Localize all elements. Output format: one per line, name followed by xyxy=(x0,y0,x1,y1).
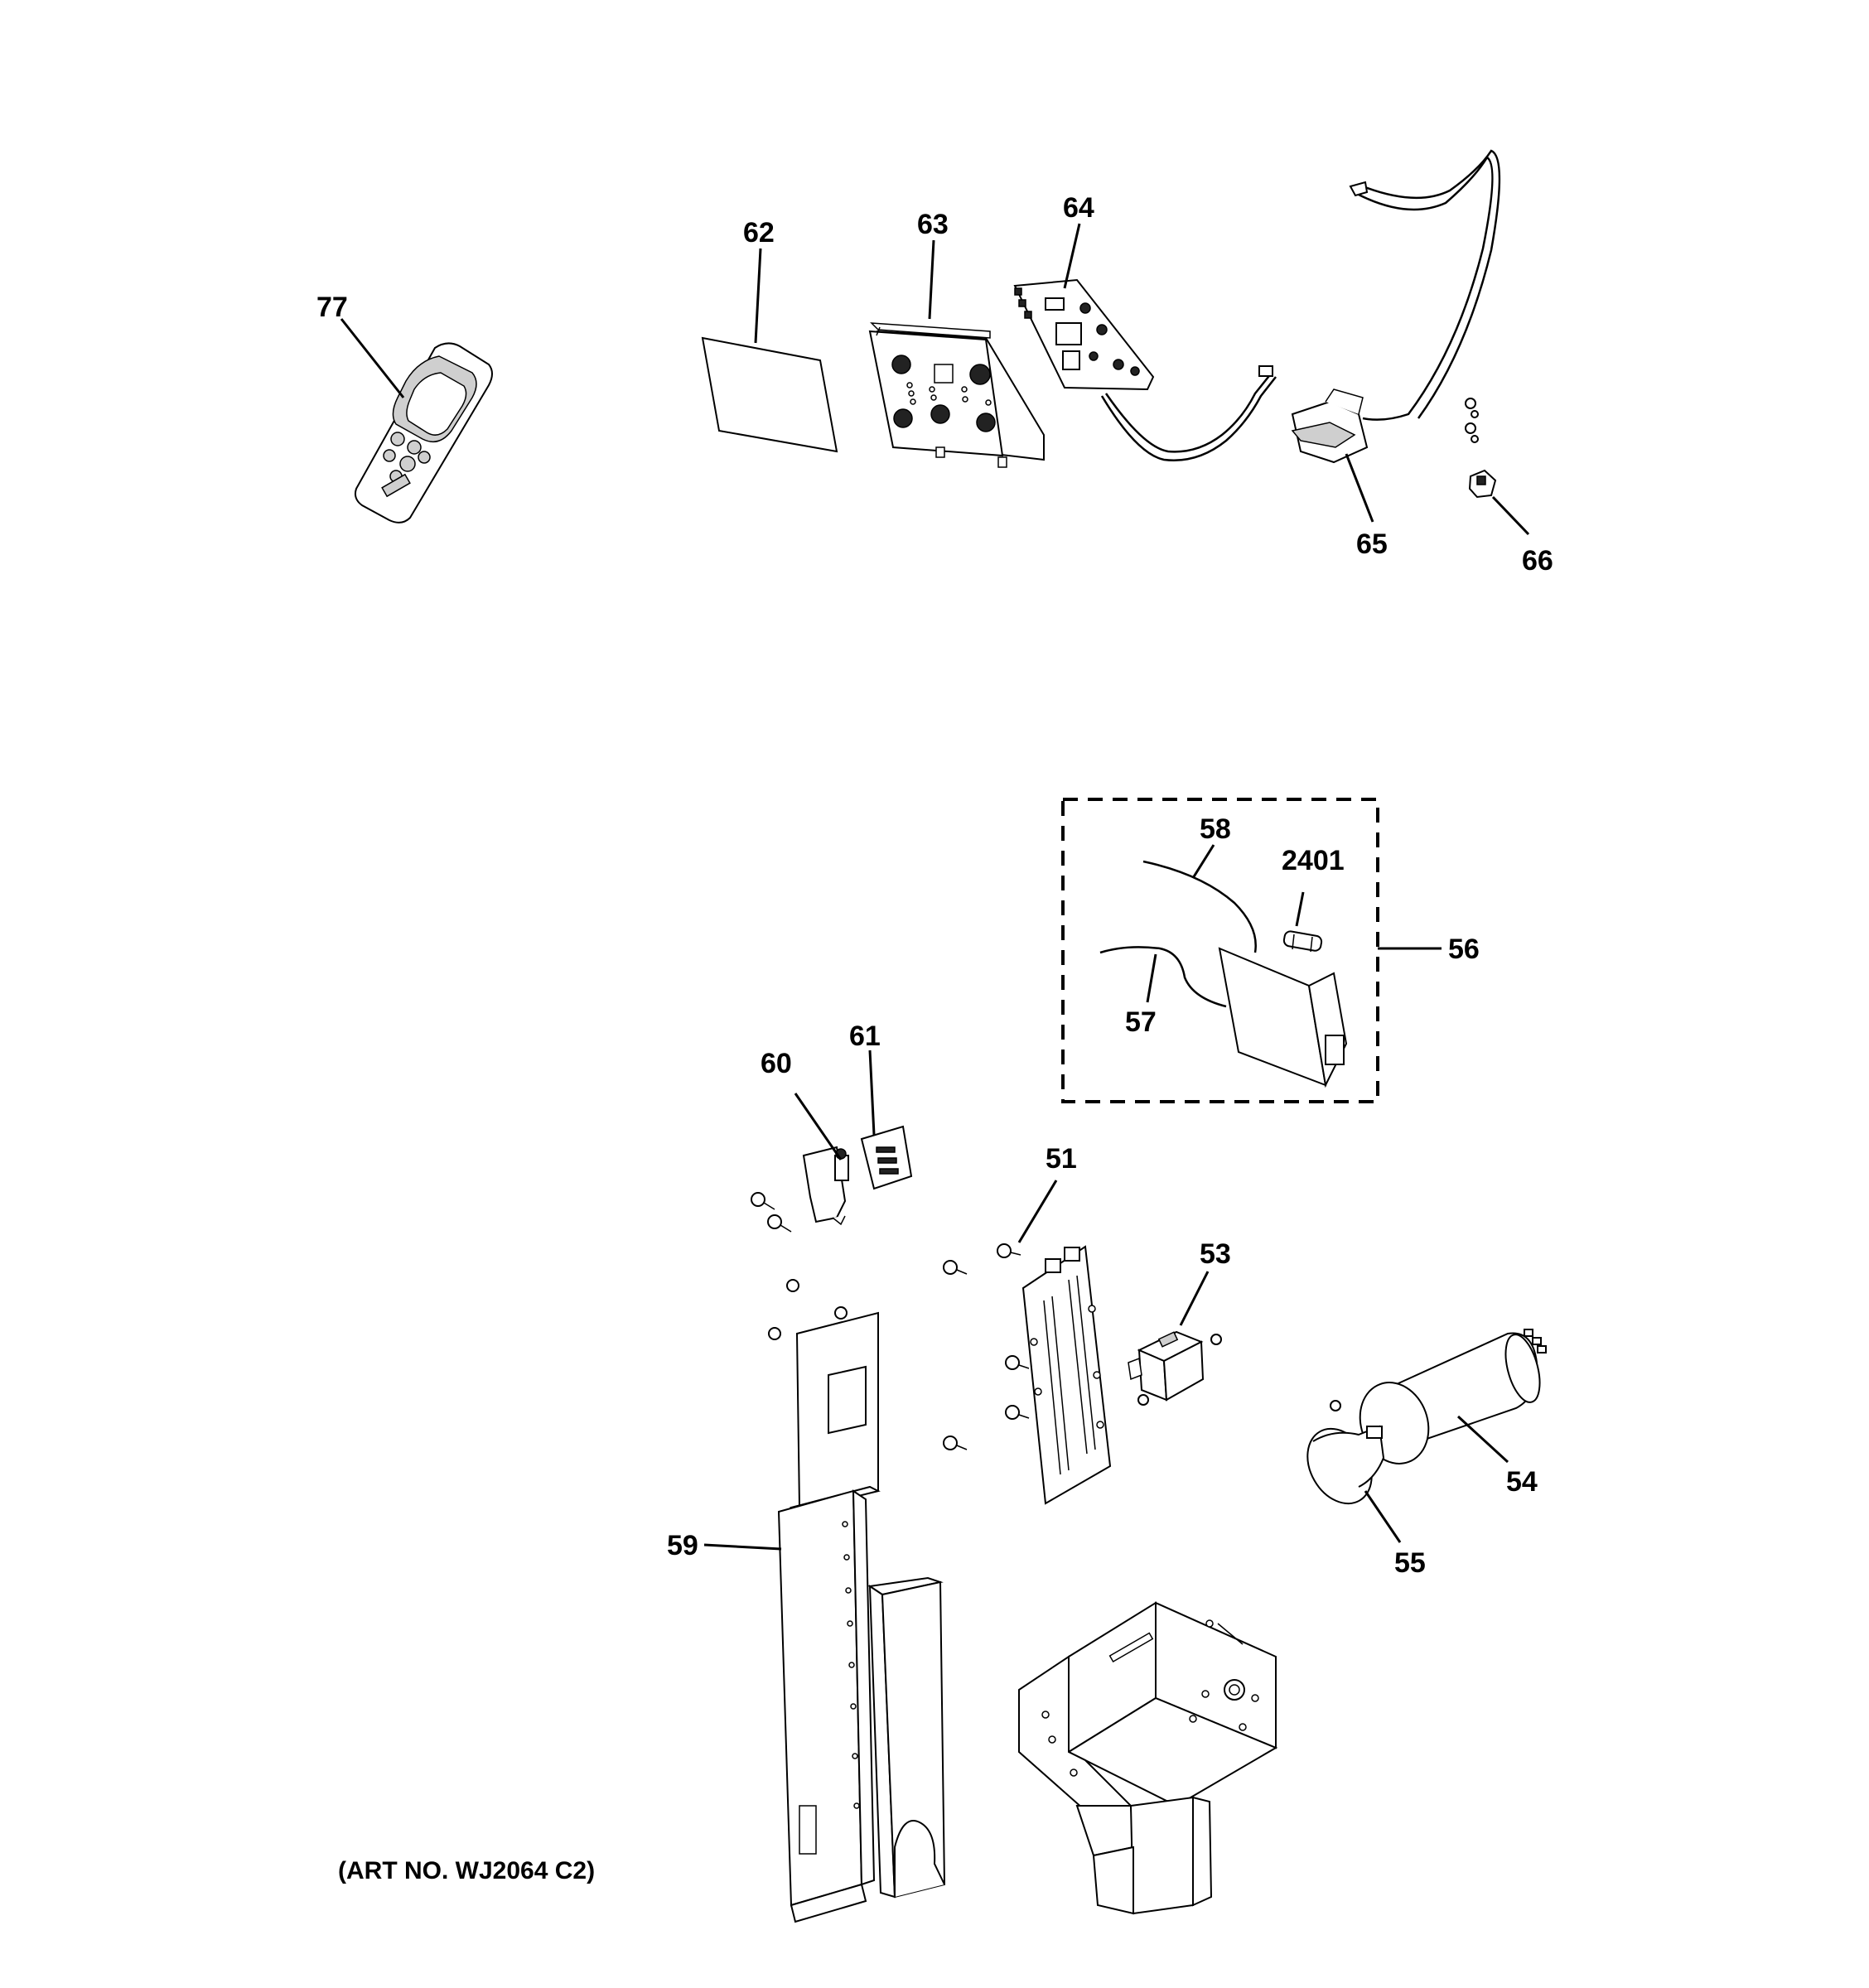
leader-77 xyxy=(340,318,405,398)
label-62: 62 xyxy=(743,217,775,248)
part-62-overlay xyxy=(701,336,838,453)
part-66-clip-and-screws xyxy=(1465,398,1497,499)
part-control-box-bracket xyxy=(1018,1601,1278,1915)
part-56-relay-module xyxy=(1218,947,1348,1088)
label-60: 60 xyxy=(761,1048,792,1079)
leader-62 xyxy=(754,248,762,344)
leader-66 xyxy=(1491,495,1530,536)
part-63-control-housing xyxy=(868,322,1045,468)
part-54-capacitor xyxy=(1359,1329,1547,1464)
label-56: 56 xyxy=(1448,934,1480,965)
label-59: 59 xyxy=(667,1530,698,1561)
part-59-bracket-channel xyxy=(777,1311,946,1923)
label-66: 66 xyxy=(1522,545,1553,577)
part-2401-fuse xyxy=(1282,930,1323,953)
part-57-wire xyxy=(1099,946,1227,1008)
label-58: 58 xyxy=(1200,813,1231,845)
leader-55 xyxy=(1364,1490,1402,1543)
label-54: 54 xyxy=(1506,1466,1538,1498)
leader-59 xyxy=(703,1543,782,1551)
screws-group-plate-51 xyxy=(943,1243,1030,1450)
label-53: 53 xyxy=(1200,1238,1231,1270)
part-60-sensor xyxy=(802,1125,913,1226)
leader-64 xyxy=(1063,223,1081,289)
label-63: 63 xyxy=(917,209,949,240)
leader-61 xyxy=(868,1049,876,1136)
leader-60 xyxy=(794,1093,843,1160)
leader-53 xyxy=(1179,1271,1210,1326)
label-77: 77 xyxy=(316,292,348,323)
leader-63 xyxy=(928,239,935,320)
leader-2401 xyxy=(1295,891,1305,927)
part-53-transformer xyxy=(1128,1330,1222,1406)
label-65: 65 xyxy=(1356,528,1388,560)
kit-56-dashed-boundary xyxy=(1061,798,1379,1103)
leader-51 xyxy=(1017,1180,1058,1243)
leader-58 xyxy=(1191,844,1215,879)
label-51: 51 xyxy=(1046,1143,1077,1175)
label-57: 57 xyxy=(1125,1006,1157,1038)
screws-group-upper-left xyxy=(751,1192,848,1340)
label-64: 64 xyxy=(1063,192,1094,224)
part-77-remote-control xyxy=(354,342,493,524)
part-51-mounting-plate xyxy=(1021,1245,1112,1505)
label-61: 61 xyxy=(849,1021,881,1052)
label-2401: 2401 xyxy=(1282,845,1345,876)
part-55-capacitor-strap xyxy=(1306,1400,1385,1505)
label-55: 55 xyxy=(1394,1547,1426,1579)
part-64-circuit-board xyxy=(1013,278,1277,461)
part-58-wire xyxy=(1142,860,1257,953)
leader-54 xyxy=(1456,1415,1509,1464)
leader-65 xyxy=(1345,453,1374,523)
leader-57 xyxy=(1146,953,1157,1003)
part-65-wire-harness xyxy=(1291,149,1501,464)
art-number: (ART NO. WJ2064 C2) xyxy=(338,1857,595,1884)
